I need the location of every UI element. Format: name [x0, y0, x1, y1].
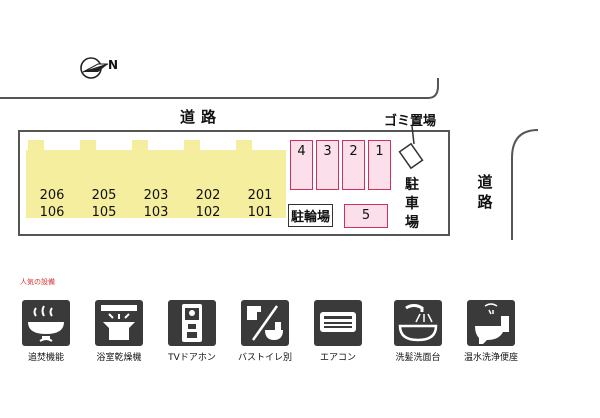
parking-space-3: 3: [316, 140, 339, 190]
tv-intercom-label: TVドアホン: [168, 353, 216, 363]
parking-lot-char: 場: [405, 215, 419, 231]
shampoo-basin-icon: [394, 300, 442, 346]
unit-nub: [132, 140, 148, 150]
parking-lot-char: 車: [405, 196, 419, 212]
unit-206-106: 206 106: [26, 140, 78, 220]
parking-space-5: 5: [344, 204, 388, 228]
separate-bath-toilet-label: バストイレ別: [237, 353, 292, 363]
unit-upper-number: 205: [91, 188, 117, 203]
unit-upper-number: 203: [143, 188, 169, 203]
reheat-bath-icon: [22, 300, 70, 346]
parking-space-2: 2: [342, 140, 365, 190]
unit-201-101: 201 101: [234, 140, 286, 220]
unit-upper-number: 202: [195, 188, 221, 203]
road-label-top: 道路: [180, 108, 223, 126]
parking-lot-label: 駐 車 場: [404, 176, 420, 233]
unit-lower-number: 106: [39, 205, 65, 220]
bicycle-parking-label: 駐輪場: [288, 204, 334, 227]
road-label-right: 道 路: [476, 172, 494, 212]
garbage-area-label: ゴミ置場: [384, 114, 437, 129]
washlet-icon: [467, 300, 515, 346]
road-char-2: 路: [477, 193, 493, 211]
garbage-area-shape: [398, 142, 424, 170]
unit-lower-number: 103: [143, 205, 169, 220]
washlet-label: 温水洗浄便座: [463, 353, 518, 363]
bathroom-dryer-icon: [95, 300, 143, 346]
bathroom-dryer-label: 浴室乾燥機: [96, 353, 142, 363]
unit-203-103: 203 103: [130, 140, 182, 220]
unit-nub: [184, 140, 200, 150]
shampoo-basin-label: 洗髪洗面台: [395, 353, 441, 363]
parking-space-1: 1: [368, 140, 391, 190]
unit-upper-number: 201: [247, 188, 273, 203]
unit-upper-number: 206: [39, 188, 65, 203]
compass: N: [78, 54, 128, 84]
compass-north-label: N: [108, 58, 119, 72]
air-conditioner-label: エアコン: [319, 353, 356, 363]
unit-nub: [236, 140, 252, 150]
road-char-1: 道: [477, 173, 493, 191]
unit-nub: [80, 140, 96, 150]
parking-space-4: 4: [290, 140, 313, 190]
property-lot: 206 106 205 105 203 103 202 102 201 101 …: [18, 130, 450, 236]
unit-202-102: 202 102: [182, 140, 234, 220]
separate-bath-toilet-icon: [241, 300, 289, 346]
unit-nub: [28, 140, 44, 150]
reheat-bath-label: 追焚機能: [27, 353, 64, 363]
unit-205-105: 205 105: [78, 140, 130, 220]
unit-lower-number: 105: [91, 205, 117, 220]
tv-intercom-icon: [168, 300, 216, 346]
garbage-leader-line: [411, 126, 415, 145]
air-conditioner-icon: [314, 300, 362, 346]
unit-lower-number: 101: [247, 205, 273, 220]
unit-lower-number: 102: [195, 205, 221, 220]
parking-lot-char: 駐: [405, 177, 419, 193]
facilities-heading: 人気の設備: [20, 278, 55, 286]
